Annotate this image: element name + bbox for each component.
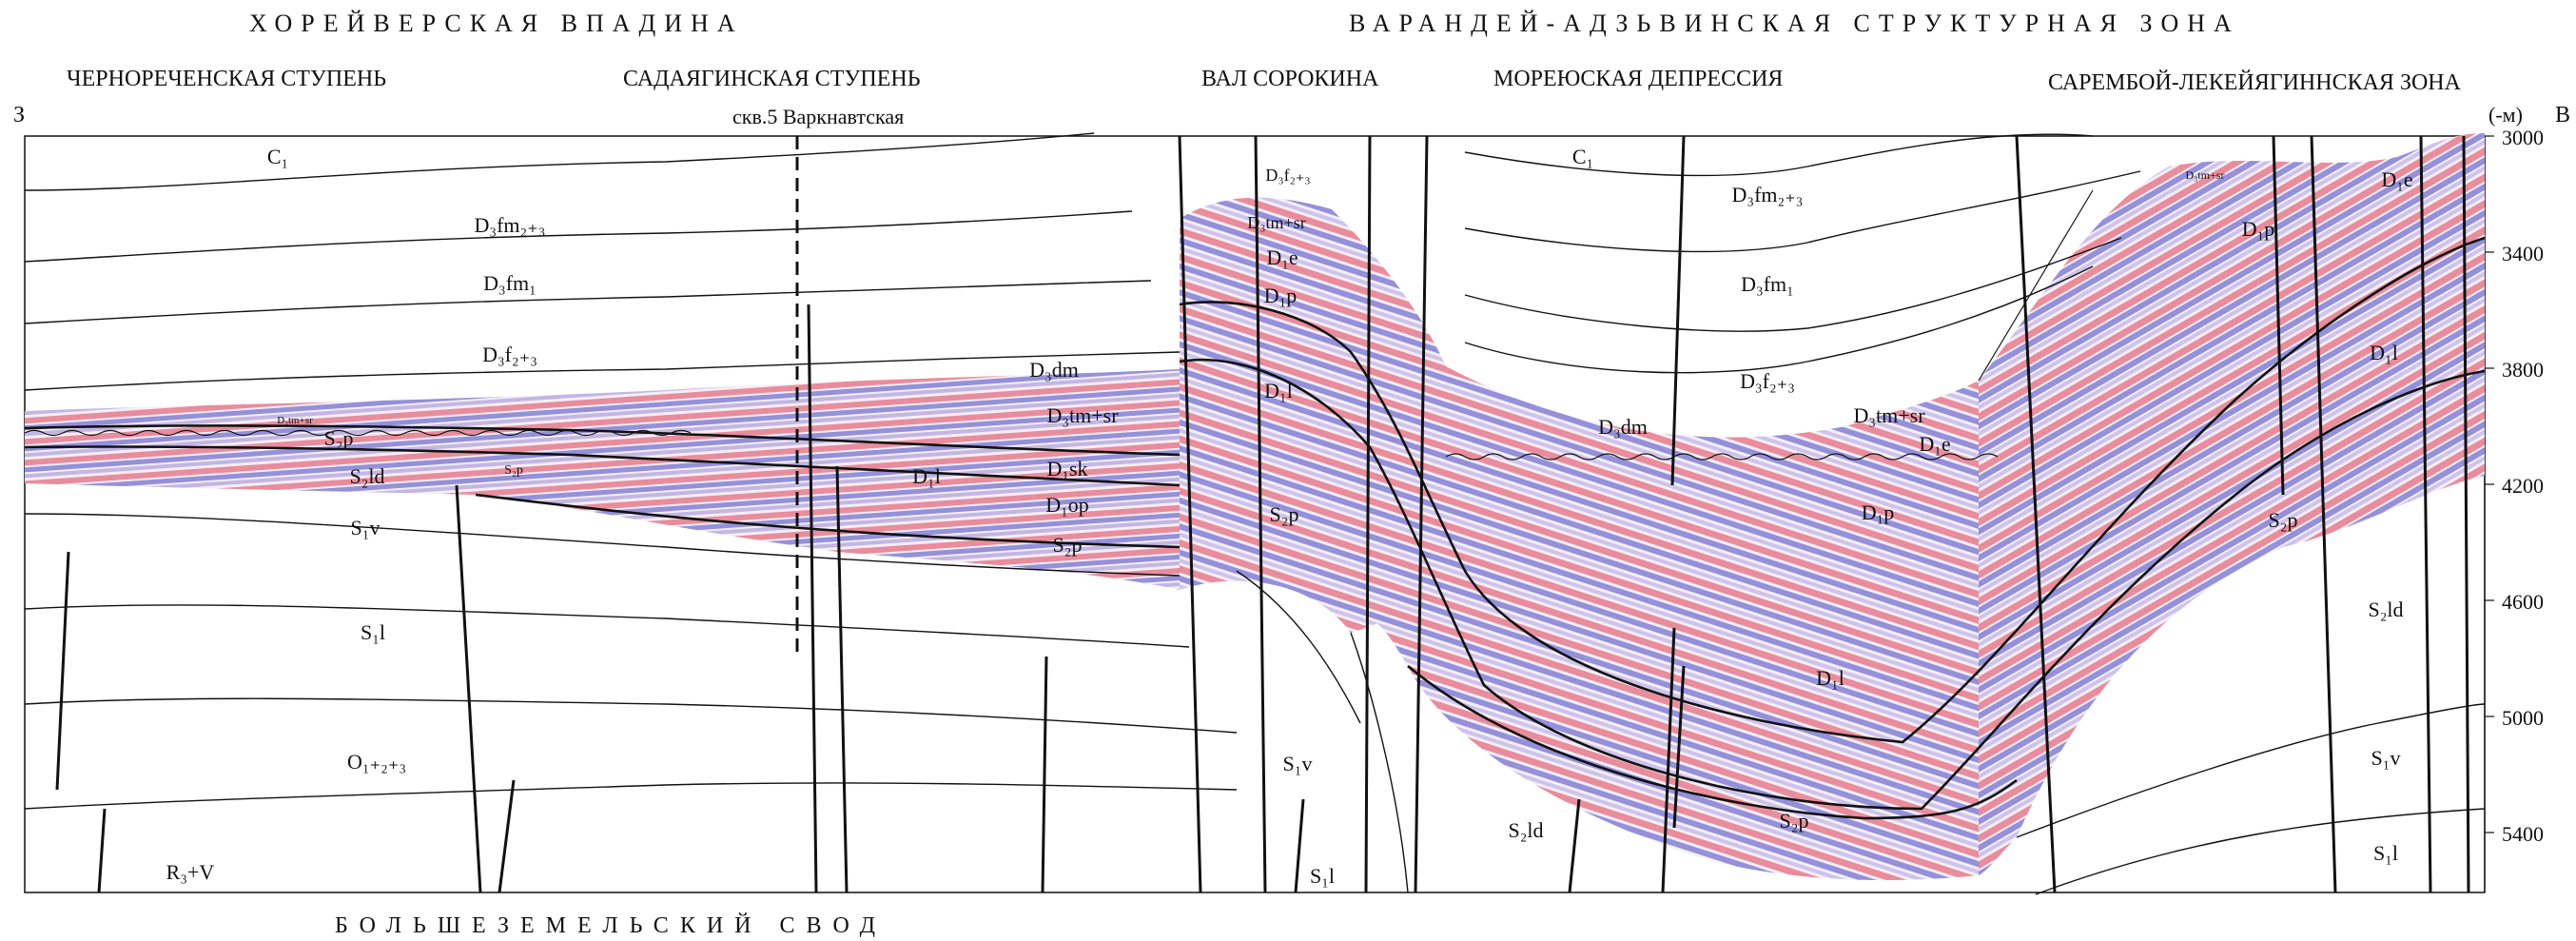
depth-tick-label: 3000 <box>2502 126 2544 149</box>
formation-label: D₃dm <box>1598 415 1648 439</box>
formation-label: D₁op <box>1045 493 1089 517</box>
formation-label: S₂p <box>1053 533 1083 557</box>
west-direction-label: З <box>13 103 26 127</box>
formation-label: C₁ <box>267 145 288 168</box>
subregion-label-chernorechenskaya: ЧЕРНОРЕЧЕНСКАЯ СТУПЕНЬ <box>67 67 386 91</box>
formation-label: D₃tm+sr <box>1046 403 1119 427</box>
depth-tick-label: 4200 <box>2502 474 2544 498</box>
seismic-band-moreyuskaya <box>1351 366 1979 880</box>
region-label-varandey-adzva: ВАРАНДЕЙ-АДЗЬВИНСКАЯ СТРУКТУРНАЯ ЗОНА <box>1349 10 2240 37</box>
depth-tick-label: 5000 <box>2502 706 2544 730</box>
unconformity-lines <box>24 189 2094 461</box>
subregion-label-sarembey: САРЕМБОЙ-ЛЕКЕЙЯГИННСКАЯ ЗОНА <box>2048 70 2461 95</box>
formation-label: S₂ld <box>349 464 384 488</box>
east-direction-label: В <box>2555 103 2571 127</box>
formation-label: R₃+V <box>166 860 215 884</box>
formation-label: D₃fm₂₊₃ <box>475 213 546 237</box>
formation-label: D₃fm₁ <box>1741 272 1794 296</box>
depth-tick-label: 3800 <box>2502 358 2544 382</box>
formation-label: S₂p <box>1780 809 1809 833</box>
subregion-label-sorokina: ВАЛ СОРОКИНА <box>1201 67 1379 91</box>
formation-label: D₁e <box>2381 167 2412 191</box>
formation-label: C₁ <box>1572 145 1593 168</box>
region-label-bolshezemelsky: БОЛЬШЕЗЕМЕЛЬСКИЙ СВОД <box>335 913 888 938</box>
well-label: скв.5 Варкнавтская <box>732 105 905 128</box>
formation-label: S₁l <box>1310 864 1335 888</box>
formation-label: D₃f₂₊₃ <box>1265 166 1310 185</box>
formation-label: D₃tm+sr <box>1247 213 1305 232</box>
formation-label: S₂p <box>2269 508 2298 532</box>
horizon-lines <box>24 132 2486 895</box>
formation-labels: C₁ D₃fm₂₊₃ D₃fm₁ D₃f₂₊₃ D₃dm D₃tm+sr D₃t… <box>166 145 2413 888</box>
seismic-band-left <box>25 369 1180 590</box>
depth-tick-label: 4600 <box>2502 590 2544 614</box>
formation-label: D₃f₂₊₃ <box>482 343 537 366</box>
subregion-label-moreyuskaya: МОРЕЮСКАЯ ДЕПРЕССИЯ <box>1493 67 1784 91</box>
region-label-khoreyverskaya: ХОРЕЙВЕРСКАЯ ВПАДИНА <box>249 10 744 37</box>
formation-label: D₃dm <box>1029 358 1079 382</box>
depth-tick-label: 5400 <box>2502 822 2544 846</box>
formation-label: D₃fm₁ <box>483 271 537 295</box>
formation-label: D₃fm₂₊₃ <box>1732 183 1804 206</box>
formation-label: D₁p <box>2242 217 2275 241</box>
formation-label: S₂ld <box>1508 818 1543 842</box>
depth-tick-label: 3400 <box>2502 242 2544 265</box>
seismic-band-sarembey <box>1979 133 2485 875</box>
formation-label: D₁e <box>1919 432 1950 456</box>
formation-label: S₁l <box>361 620 385 644</box>
formation-label: D₁l <box>2370 341 2398 364</box>
formation-label: S₁v <box>2371 746 2401 770</box>
formation-label: S₁l <box>2373 841 2398 865</box>
formation-label: D₁p <box>1264 284 1298 307</box>
subregion-label-sadayaginskaya: САДАЯГИНСКАЯ СТУПЕНЬ <box>623 67 921 91</box>
formation-label: O₁₊₂₊₃ <box>347 750 406 774</box>
formation-label: D₁l <box>1816 666 1844 690</box>
formation-label: D₁l <box>1264 379 1293 402</box>
formation-label: S₁v <box>351 516 381 539</box>
formation-label: S₂p <box>324 426 354 450</box>
formation-label: S₁v <box>1283 752 1313 775</box>
formation-label: D₃tm+sr <box>277 415 313 426</box>
formation-label: D₁e <box>1266 245 1298 269</box>
depth-unit-label: (-м) <box>2488 103 2523 127</box>
interpreted-horizons <box>24 236 2486 820</box>
formation-label: D₁p <box>1862 500 1895 524</box>
formation-label: D₃f₂₊₃ <box>1740 369 1795 393</box>
formation-label: D₃tm+sr <box>1853 403 1925 427</box>
formation-label: S₂p <box>504 463 523 478</box>
formation-label: S₂p <box>1270 502 1299 526</box>
fault-lines <box>55 135 2470 893</box>
formation-label: S₂ld <box>2368 598 2403 621</box>
formation-label: D₃tm+sr <box>2186 168 2225 182</box>
formation-label: D₁l <box>912 464 941 488</box>
formation-label: D₁sk <box>1046 457 1087 480</box>
depth-axis <box>2484 135 2494 892</box>
